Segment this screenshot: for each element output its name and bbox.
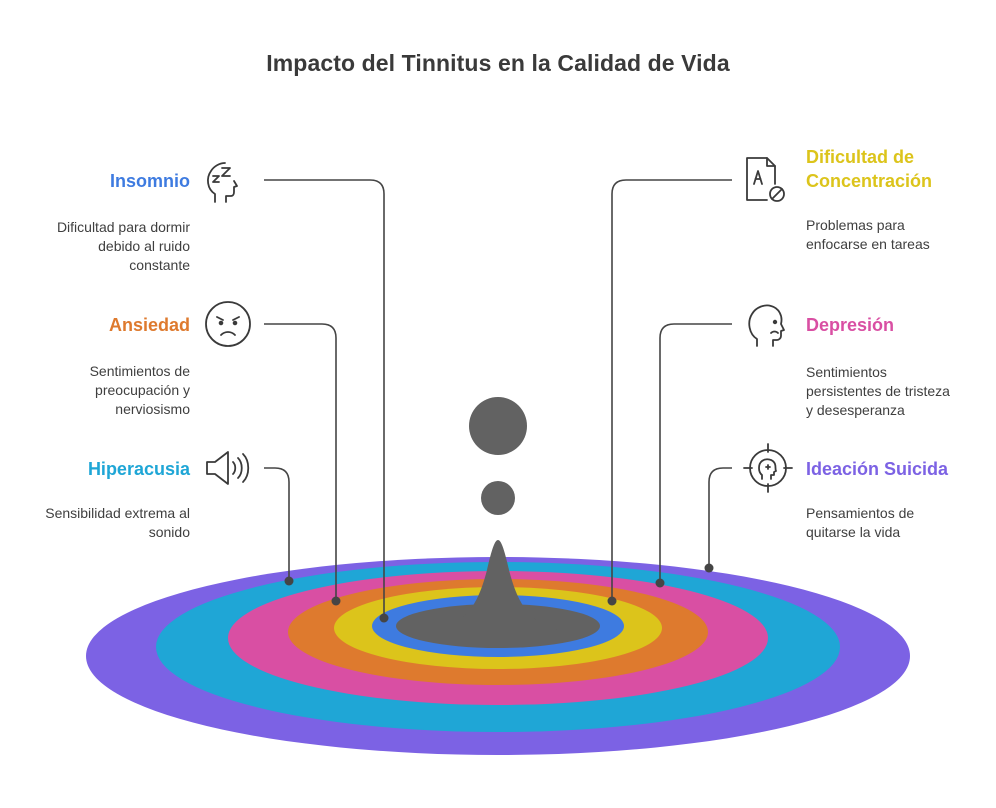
depresion-label: Depresión xyxy=(806,315,895,335)
sleep-zzz-icon xyxy=(201,154,253,206)
connector-insomnio xyxy=(264,179,385,618)
connector-ideacion xyxy=(708,467,732,568)
ansiedad-label: Ansiedad xyxy=(108,315,190,335)
concentracion-label: Dificultad de Concentración xyxy=(806,147,933,191)
head-target-icon xyxy=(742,442,794,494)
ideacion-label: Ideación Suicida xyxy=(806,459,949,479)
dot-ansiedad xyxy=(331,596,341,606)
ansiedad-description: Sentimientos de preocupación y nerviosis… xyxy=(89,363,190,417)
dot-ideacion xyxy=(704,563,714,573)
dot-concentracion xyxy=(607,596,617,606)
page-title: Impacto del Tinnitus en la Calidad de Vi… xyxy=(266,50,730,76)
dot-depresion xyxy=(655,578,665,588)
speaker-loud-icon xyxy=(201,442,253,494)
document-blocked-icon xyxy=(739,154,791,206)
ideacion-description: Pensamientos de quitarse la vida xyxy=(806,505,915,540)
dot-insomnio xyxy=(379,613,389,623)
insomnio-description: Dificultad para dormir debido al ruido c… xyxy=(56,219,190,273)
dot-hiperacusia xyxy=(284,576,294,586)
hiperacusia-label: Hiperacusia xyxy=(87,459,190,479)
depresion-description: Sentimientos persistentes de tristeza y … xyxy=(806,364,950,418)
drop-small xyxy=(481,481,515,515)
connector-ansiedad xyxy=(264,323,337,601)
concentracion-description: Problemas para enfocarse en tareas xyxy=(806,217,930,252)
connector-concentracion xyxy=(611,179,732,601)
connector-hiperacusia xyxy=(264,467,290,581)
connector-depresion xyxy=(659,323,732,583)
drop-large xyxy=(469,397,527,455)
sad-head-icon xyxy=(741,298,793,350)
hiperacusia-description: Sensibilidad extrema al sonido xyxy=(45,505,190,540)
splash-peak xyxy=(425,540,571,632)
worried-face-icon xyxy=(202,298,254,350)
insomnio-label: Insomnio xyxy=(110,171,190,191)
